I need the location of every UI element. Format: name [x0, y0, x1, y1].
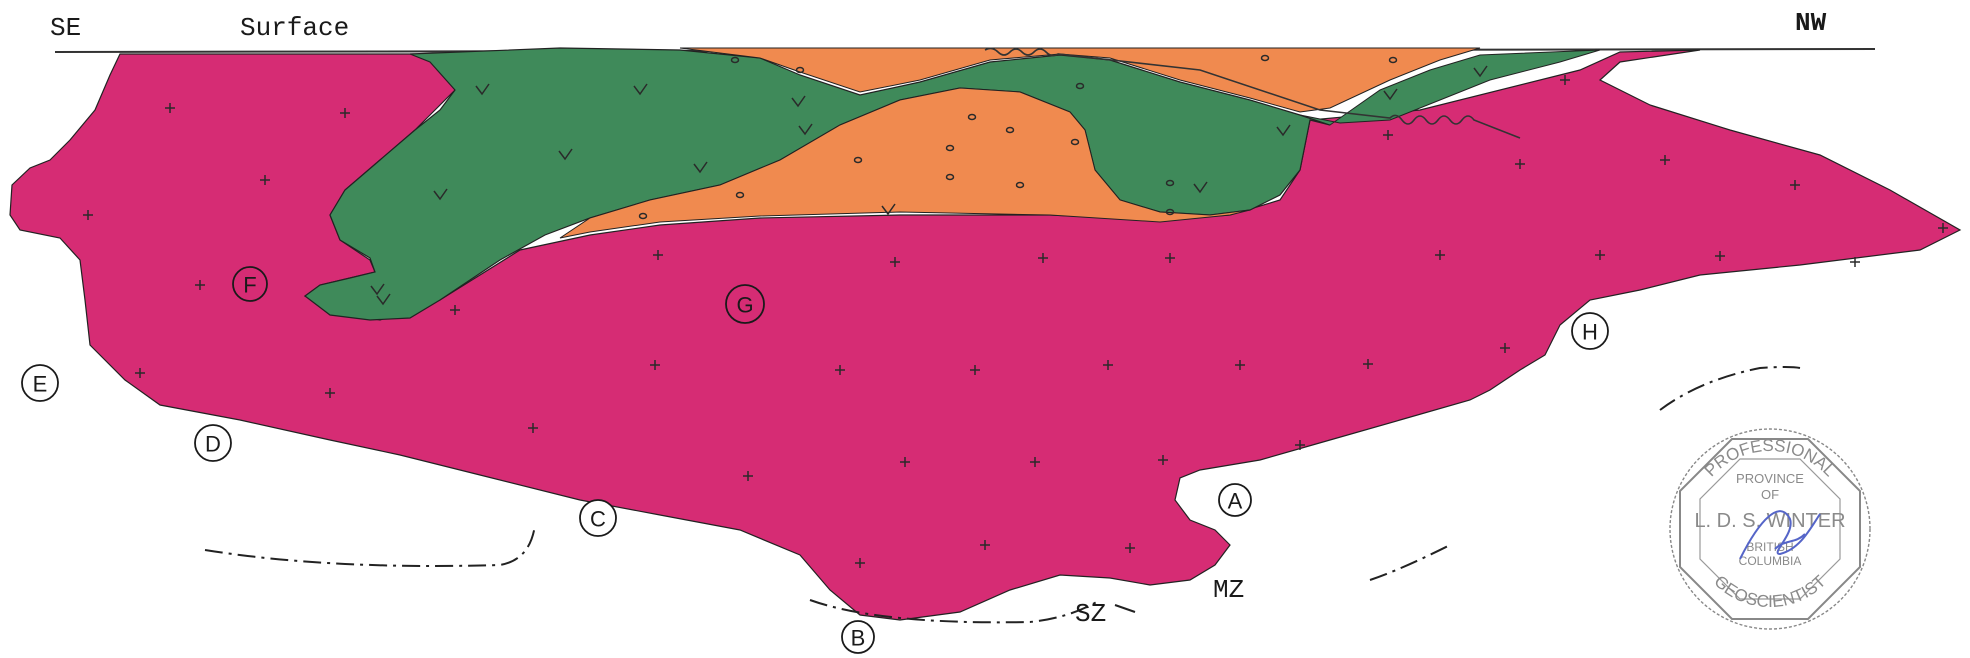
- point-c: C: [580, 500, 616, 536]
- svg-text:L. D. S. WINTER: L. D. S. WINTER: [1694, 510, 1845, 532]
- geoscientist-seal: PROFESSIONAL GEOSCIENTIST PROVINCE OF L.…: [1670, 429, 1870, 629]
- label-nw: NW: [1795, 8, 1827, 38]
- label-se: SE: [50, 13, 81, 43]
- svg-text:C: C: [590, 507, 606, 532]
- label-sz: SZ: [1075, 599, 1106, 629]
- point-b: B: [842, 621, 874, 653]
- svg-text:H: H: [1582, 320, 1598, 345]
- svg-text:G: G: [736, 293, 753, 318]
- label-surface: Surface: [240, 13, 349, 43]
- label-mz: MZ: [1213, 575, 1244, 605]
- svg-text:B: B: [851, 626, 866, 651]
- svg-text:E: E: [33, 372, 48, 397]
- point-d: D: [195, 425, 231, 461]
- svg-text:D: D: [205, 432, 221, 457]
- point-e: E: [22, 365, 58, 401]
- svg-text:PROVINCE: PROVINCE: [1736, 471, 1804, 486]
- svg-text:OF: OF: [1761, 487, 1779, 502]
- mz-tick: [1115, 605, 1135, 612]
- svg-text:F: F: [243, 273, 256, 298]
- svg-text:COLUMBIA: COLUMBIA: [1739, 554, 1802, 568]
- svg-text:A: A: [1228, 489, 1243, 514]
- point-a: A: [1219, 484, 1251, 516]
- point-h: H: [1572, 313, 1608, 349]
